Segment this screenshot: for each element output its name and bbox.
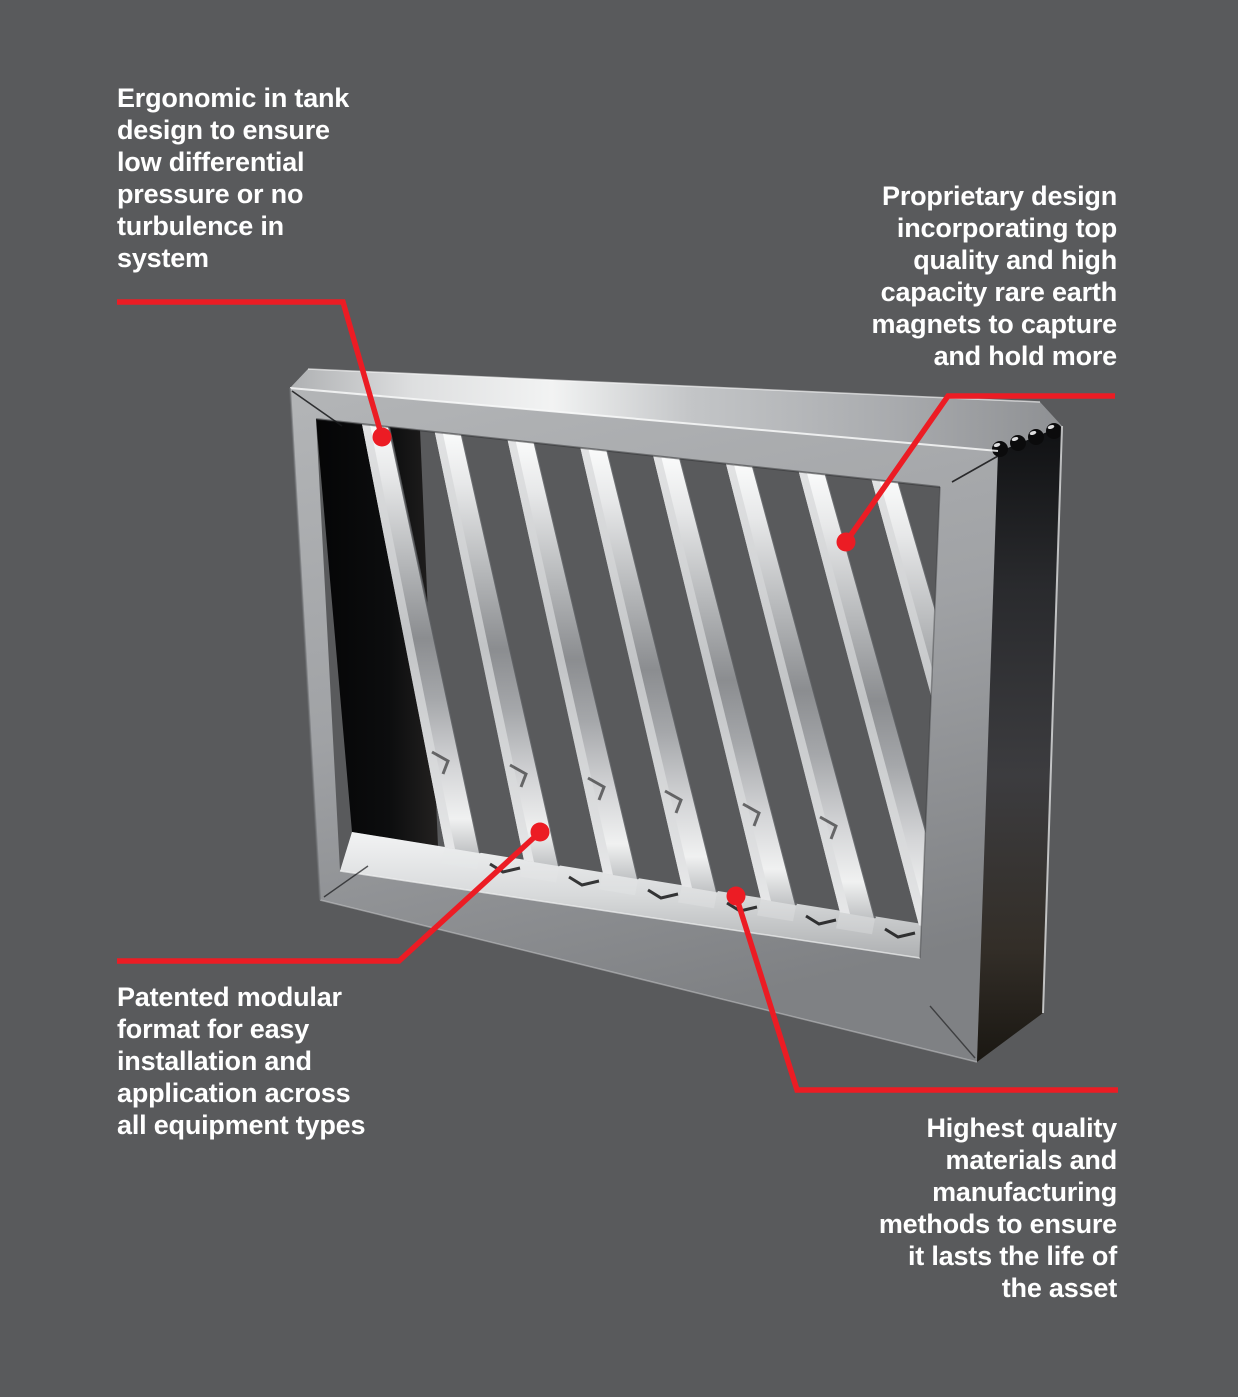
magnet-bar [798, 471, 954, 932]
spring-clips [992, 423, 1062, 457]
magnet-bar [726, 463, 875, 919]
leader-line-quality [733, 895, 1118, 1093]
callout-dot-modular [530, 822, 550, 842]
leader-line-ergonomic [117, 299, 385, 438]
clip-notch [1028, 429, 1044, 445]
annotation-proprietary-design: Proprietary design incorporating top qua… [871, 181, 1118, 371]
frame-floor [340, 832, 935, 958]
clip-notch [992, 441, 1008, 457]
annotation-modular-format: Patented modular format for easy install… [117, 982, 366, 1140]
annotation-highest-quality: Highest quality materials and manufactur… [878, 1113, 1117, 1303]
magnet-bar [362, 424, 480, 854]
leader-line-modular [117, 829, 542, 964]
frame-right-face [977, 426, 1062, 1062]
callout-dot-proprietary [836, 532, 856, 552]
magnet-bar [580, 447, 717, 893]
annotation-ergonomic-design: Ergonomic in tank design to ensure low d… [117, 83, 350, 273]
frame-edges [289, 368, 1063, 1063]
callout-dot-quality [726, 886, 746, 906]
frame-front-face [290, 388, 1000, 1062]
magnet-bars [362, 424, 1034, 945]
frame-top-face [290, 369, 1062, 452]
callout-leaders [117, 299, 1118, 1093]
filter-frame [289, 368, 1063, 1063]
clip-notch [1010, 435, 1026, 451]
clip-notch [1046, 423, 1062, 439]
magnet-bar [434, 432, 559, 867]
magnet-bar [653, 455, 796, 906]
callout-dot-ergonomic [372, 427, 392, 447]
leader-line-proprietary [843, 393, 1115, 544]
magnet-bar [507, 439, 638, 880]
